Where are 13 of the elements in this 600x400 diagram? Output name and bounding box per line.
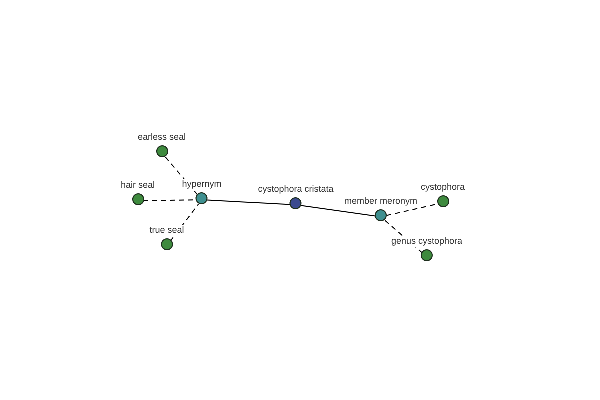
node-label: hypernym [181, 179, 223, 190]
node-label: true seal [148, 225, 186, 236]
dashed-link [165, 156, 199, 196]
node-label: cystophora [420, 182, 466, 193]
link-line [207, 200, 291, 206]
node-label: member meronym [344, 196, 418, 207]
node-label: earless seal [136, 132, 188, 143]
link-line [300, 205, 376, 217]
dashed-link [170, 204, 200, 242]
node-label: genus cystophora [390, 236, 464, 247]
node-label: cystophora cristata [257, 184, 335, 195]
dashed-link [384, 220, 424, 254]
node-label: hair seal [120, 180, 156, 191]
